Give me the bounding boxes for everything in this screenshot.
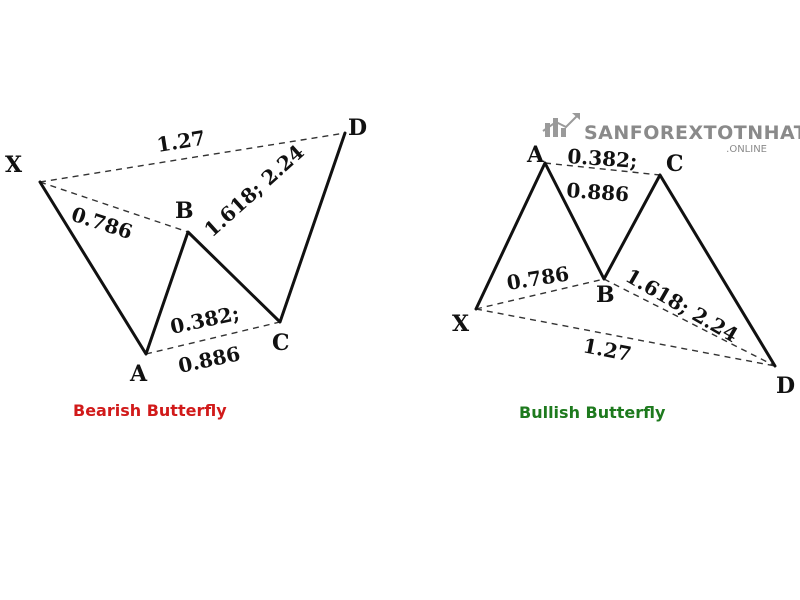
bearish-point-c: C [272,330,290,356]
bearish-xd-dashed-line [39,132,346,183]
bearish-ac-dashed-line [145,321,281,355]
bullish-point-d: D [776,373,795,399]
bearish-ratio-ac-bottom: 0.886 [176,341,242,377]
bullish-butterfly-title: Bullish Butterfly [519,403,666,422]
bearish-point-d: D [348,115,367,141]
bullish-point-a: A [526,142,545,168]
bearish-point-a: A [129,361,148,387]
bullish-zigzag-line [474,161,777,368]
bullish-butterfly-pattern: X A B C D 0.382; 0.886 0.786 1.618; 2.24… [452,142,795,399]
bullish-point-b: B [596,282,615,308]
bearish-butterfly-title: Bearish Butterfly [73,401,227,420]
bullish-ratio-ac-bottom: 0.886 [566,178,630,206]
watermark-brand-text: SANFOREXTOTNHAT [584,122,800,144]
bearish-point-x: X [5,152,23,178]
bullish-ratio-xb: 0.786 [505,261,571,295]
bullish-ratio-xd: 1.27 [581,333,633,366]
bearish-ratio-ac-top: 0.382; [168,301,241,339]
bearish-ratio-bd: 1.618; 2.24 [199,140,309,242]
bullish-ratio-bd: 1.618; 2.24 [622,264,743,348]
bar-chart-logo-icon [542,113,580,137]
bullish-bd-dashed-line [603,278,776,367]
bullish-xd-dashed-line [475,308,776,367]
bearish-butterfly-pattern: X A B C D 1.27 0.786 1.618; 2.24 0.382; … [5,115,367,387]
bearish-ratio-xd: 1.27 [155,126,207,157]
bearish-ratio-xb: 0.786 [68,202,135,244]
bearish-point-b: B [175,198,194,224]
bullish-point-c: C [666,151,684,177]
watermark-domain-suffix: .ONLINE [726,144,767,155]
bearish-xb-dashed-line [39,181,189,233]
bearish-zigzag-line [38,131,347,356]
bullish-ac-dashed-line [544,162,661,176]
sanforextotnhat-watermark: SANFOREXTOTNHAT .ONLINE [542,113,800,155]
bullish-ratio-ac-top: 0.382; [567,144,639,173]
bullish-point-x: X [452,311,470,337]
